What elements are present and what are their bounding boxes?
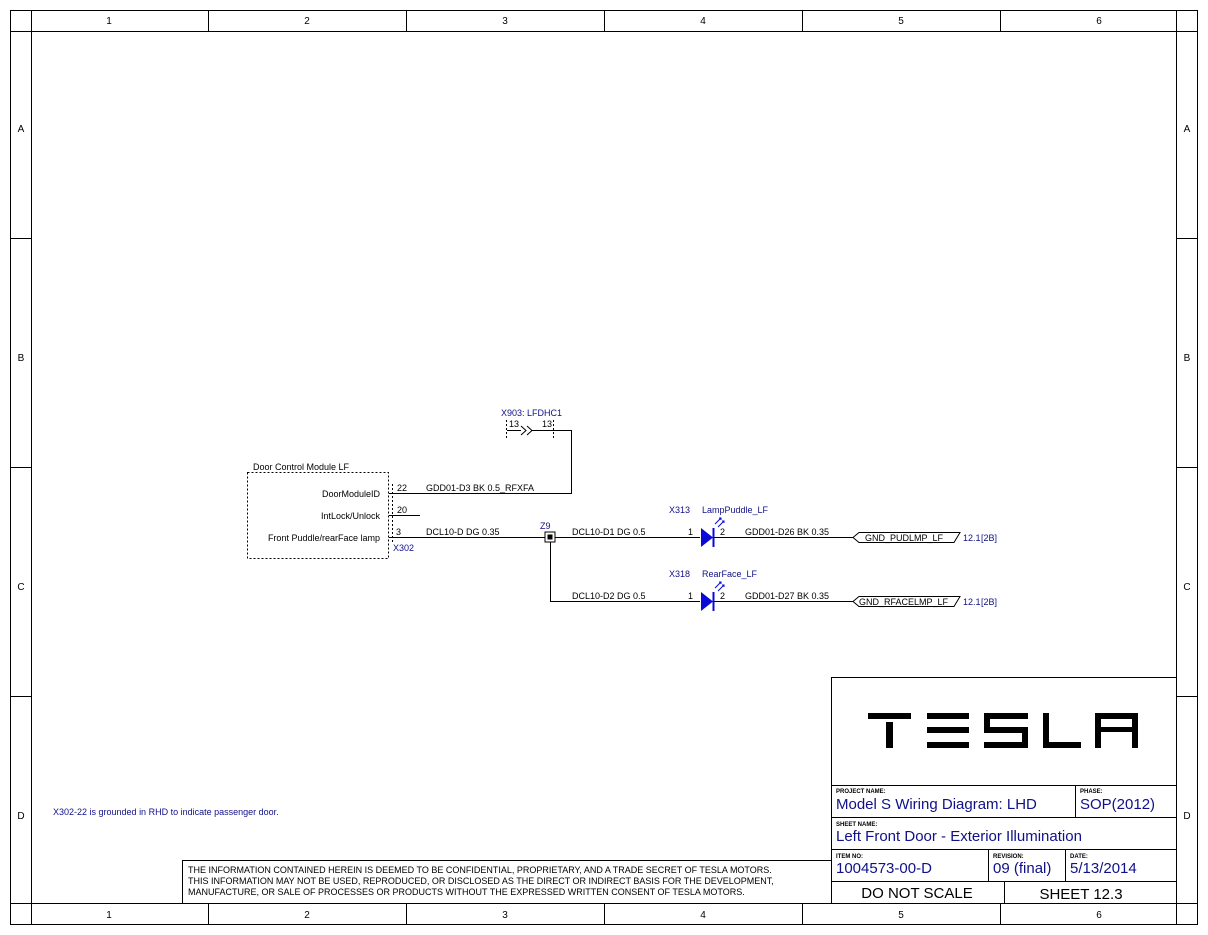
sheet-ref[interactable]: 12.1: [963, 597, 981, 607]
module-pin-label: DoorModuleID: [322, 489, 381, 499]
row-labels-right: A B C D: [1183, 124, 1190, 822]
sheet-border: [10, 10, 1198, 925]
row-labels-left: A B C D: [17, 124, 24, 822]
lamp-rearface-lf[interactable]: X318 RearFace_LF 1 2: [669, 569, 758, 611]
lamp-puddle-lf[interactable]: X313 LampPuddle_LF 1 2: [669, 505, 769, 547]
col-label: 3: [502, 910, 508, 921]
pin-number: 1: [688, 527, 693, 537]
row-label: A: [1184, 124, 1191, 135]
led-icon: [701, 592, 713, 611]
wire-label: GDD01-D26 BK 0.35: [745, 527, 829, 537]
sheet-name: Left Front Door - Exterior Illumination: [836, 828, 1082, 845]
sheet-ref[interactable]: 12.1: [963, 533, 981, 543]
design-note: X302-22 is grounded in RHD to indicate p…: [53, 807, 279, 817]
title-block: PROJECT NAME: Model S Wiring Diagram: LH…: [831, 677, 1177, 904]
net-name: GND_RFACELMP_LF: [859, 597, 949, 607]
phase-value: SOP(2012): [1080, 796, 1155, 813]
row-label: D: [17, 811, 24, 822]
col-label: 5: [898, 16, 904, 27]
module-connector-id: X302: [393, 543, 414, 553]
pin-number: 20: [397, 505, 407, 515]
col-label: 3: [502, 16, 508, 27]
connector-id: X903: LFDHC1: [501, 408, 562, 418]
pin-number: 13: [509, 419, 519, 429]
led-icon: [701, 528, 713, 547]
row-label: A: [18, 124, 25, 135]
row-label: B: [18, 353, 25, 364]
pin-number: 2: [720, 591, 725, 601]
lamp-connector-id: X313: [669, 505, 690, 515]
item-no-label: ITEM NO:: [836, 854, 863, 860]
col-label: 2: [304, 910, 310, 921]
wire-label: DCL10-D1 DG 0.5: [572, 527, 646, 537]
zone-ref[interactable]: [2B]: [981, 533, 997, 543]
wire-gdd01-d3[interactable]: [389, 430, 572, 494]
col-label: 1: [106, 16, 112, 27]
col-label: 6: [1096, 16, 1102, 27]
lamp-connector-id: X318: [669, 569, 690, 579]
pin-number: 13: [542, 419, 552, 429]
zone-ref[interactable]: [2B]: [981, 597, 997, 607]
confidentiality-notice: THE INFORMATION CONTAINED HEREIN IS DEEM…: [182, 860, 832, 904]
inline-connector-x903[interactable]: X903: LFDHC1 13 13: [501, 408, 562, 438]
revision-value: 09 (final): [993, 860, 1051, 877]
wire-label: GDD01-D3 BK 0.5_RFXFA: [426, 483, 534, 493]
project-name-label: PROJECT NAME:: [836, 789, 886, 795]
row-label: C: [1183, 582, 1190, 593]
phase-label: PHASE:: [1080, 789, 1103, 795]
wire-label: DCL10-D2 DG 0.5: [572, 591, 646, 601]
column-labels-bottom: 1 2 3 4 5 6: [106, 910, 1102, 921]
pin-number: 22: [397, 483, 407, 493]
do-not-scale: DO NOT SCALE: [861, 885, 972, 902]
pin-number: 1: [688, 591, 693, 601]
wire-label: GDD01-D27 BK 0.35: [745, 591, 829, 601]
sheet-name-label: SHEET NAME:: [836, 822, 877, 828]
col-label: 4: [700, 16, 706, 27]
row-label: C: [17, 582, 24, 593]
col-label: 1: [106, 910, 112, 921]
lamp-name: RearFace_LF: [702, 569, 758, 579]
pin-number: 2: [720, 527, 725, 537]
ground-net-rfacelmp[interactable]: GND_RFACELMP_LF: [852, 596, 961, 608]
col-label: 2: [304, 16, 310, 27]
revision-label: REVISION:: [993, 854, 1024, 860]
disclaimer-line: THE INFORMATION CONTAINED HEREIN IS DEEM…: [188, 865, 772, 875]
date-value: 5/13/2014: [1070, 860, 1137, 877]
col-label: 5: [898, 910, 904, 921]
lamp-name: LampPuddle_LF: [702, 505, 769, 515]
row-label: D: [1183, 811, 1190, 822]
tesla-logo: [868, 713, 1138, 748]
col-label: 4: [700, 910, 706, 921]
col-label: 6: [1096, 910, 1102, 921]
row-label: B: [1184, 353, 1191, 364]
module-pin-label: Front Puddle/rearFace lamp: [268, 533, 380, 543]
wire-dcl10-d2[interactable]: [550, 542, 700, 602]
module-pin-label: IntLock/Unlock: [321, 511, 381, 521]
disclaimer-line: MANUFACTURE, OR SALE OF PROCESSES OR PRO…: [188, 887, 745, 897]
column-labels-top: 1 2 3 4 5 6: [106, 16, 1102, 27]
net-name: GND_PUDLMP_LF: [865, 533, 944, 543]
item-no: 1004573-00-D: [836, 860, 932, 877]
pin-number: 3: [396, 527, 401, 537]
disclaimer-line: THIS INFORMATION MAY NOT BE USED, REPROD…: [188, 876, 774, 886]
ground-net-pudlmp[interactable]: GND_PUDLMP_LF: [852, 532, 961, 544]
splice-id: Z9: [540, 521, 551, 531]
project-name: Model S Wiring Diagram: LHD: [836, 796, 1037, 813]
module-title: Door Control Module LF: [253, 462, 350, 472]
date-label: DATE:: [1070, 854, 1088, 860]
wire-label: DCL10-D DG 0.35: [426, 527, 500, 537]
splice-z9[interactable]: Z9: [540, 521, 556, 543]
sheet-number: SHEET 12.3: [1039, 886, 1122, 903]
door-control-module[interactable]: Door Control Module LF DoorModuleID IntL…: [247, 462, 415, 559]
